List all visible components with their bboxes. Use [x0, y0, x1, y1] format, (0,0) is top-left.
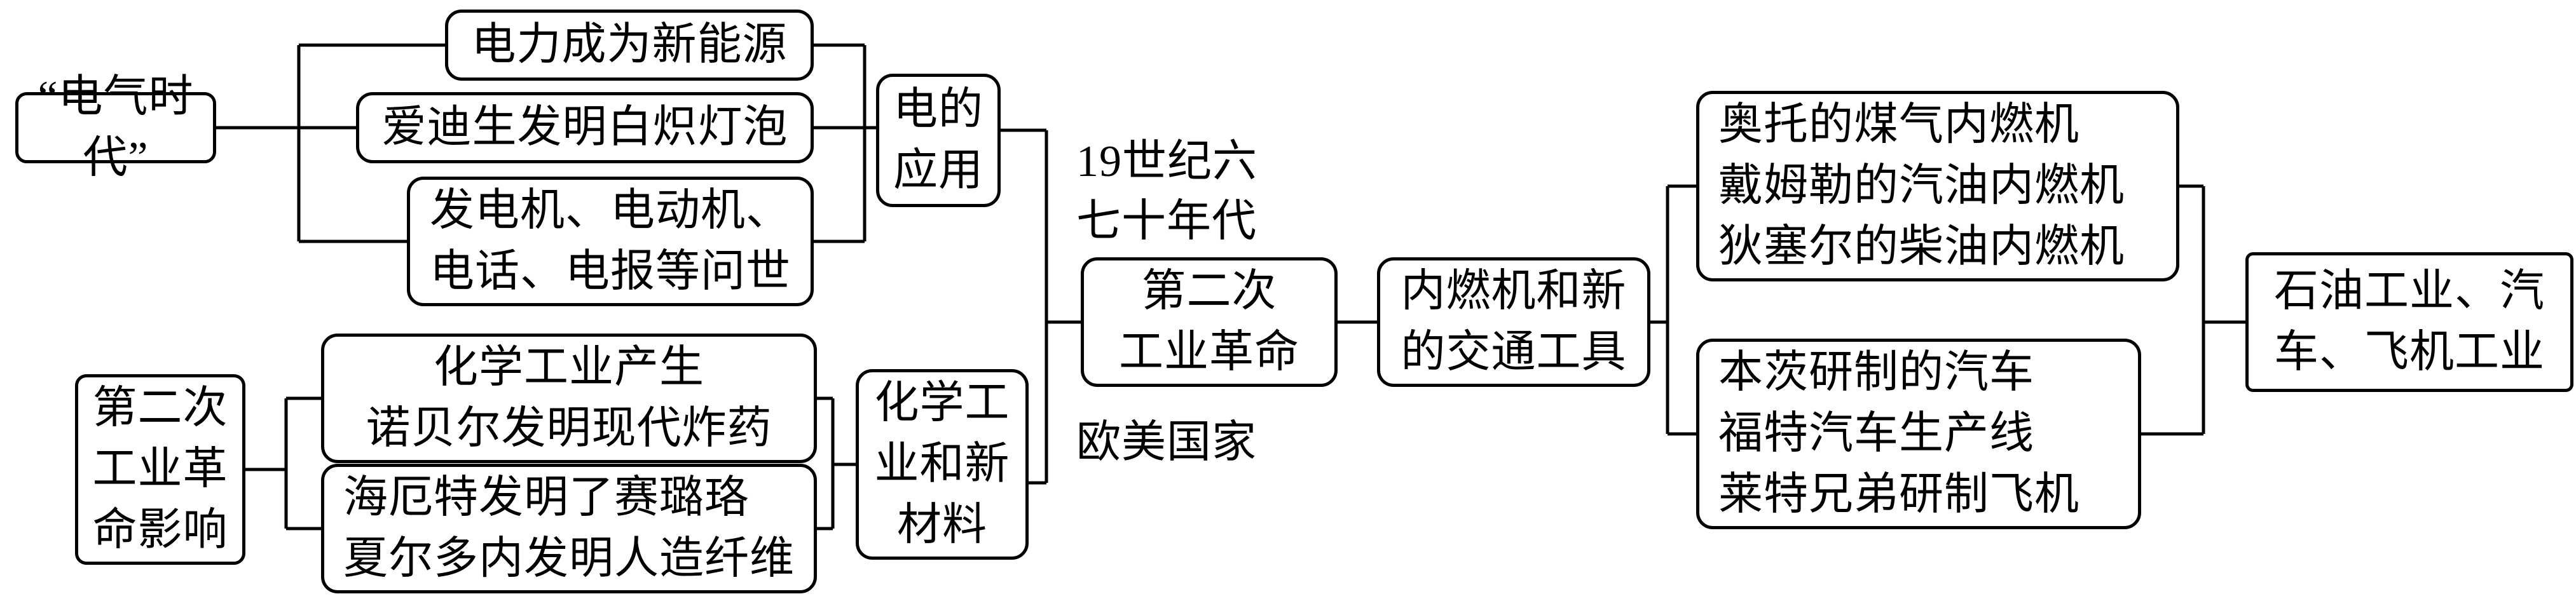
node-electrical-age: “电气时代” — [15, 72, 216, 182]
node-edison-incandescent-bulb: 爱迪生发明白炽灯泡 — [356, 92, 814, 163]
node-electricity-new-energy: 电力成为新能源 — [445, 10, 814, 81]
node-ice-new-transport: 内燃机和新 的交通工具 — [1377, 257, 1650, 387]
node-benz-ford-wright: 本茨研制的汽车 福特汽车生产线 莱特兄弟研制飞机 — [1696, 339, 2141, 529]
node-internal-combustion-engines: 奥托的煤气内燃机 戴姆勒的汽油内燃机 狄塞尔的柴油内燃机 — [1696, 91, 2179, 281]
node-electricity-application: 电的 应用 — [876, 74, 1001, 207]
label-period-1860s-70s: 19世纪六 七十年代 — [1076, 137, 1257, 246]
node-second-industrial-revolution: 第二次 工业革命 — [1081, 257, 1338, 387]
node-chemical-industry-nobel: 化学工业产生 诺贝尔发明现代炸药 — [321, 334, 817, 463]
node-petroleum-auto-aircraft-industry: 石油工业、汽 车、飞机工业 — [2245, 252, 2573, 392]
label-western-countries: 欧美国家 — [1076, 418, 1257, 467]
node-chemical-industry-new-materials: 化学工 业和新 材料 — [856, 369, 1029, 560]
node-revolution-impact: 第二次 工业革 命影响 — [75, 374, 245, 565]
node-generator-motor-telephone-telegraph: 发电机、电动机、 电话、电报等问世 — [407, 177, 814, 306]
node-hyatt-chardonnet: 海厄特发明了赛璐珞 夏尔多内发明人造纤维 — [321, 464, 817, 593]
